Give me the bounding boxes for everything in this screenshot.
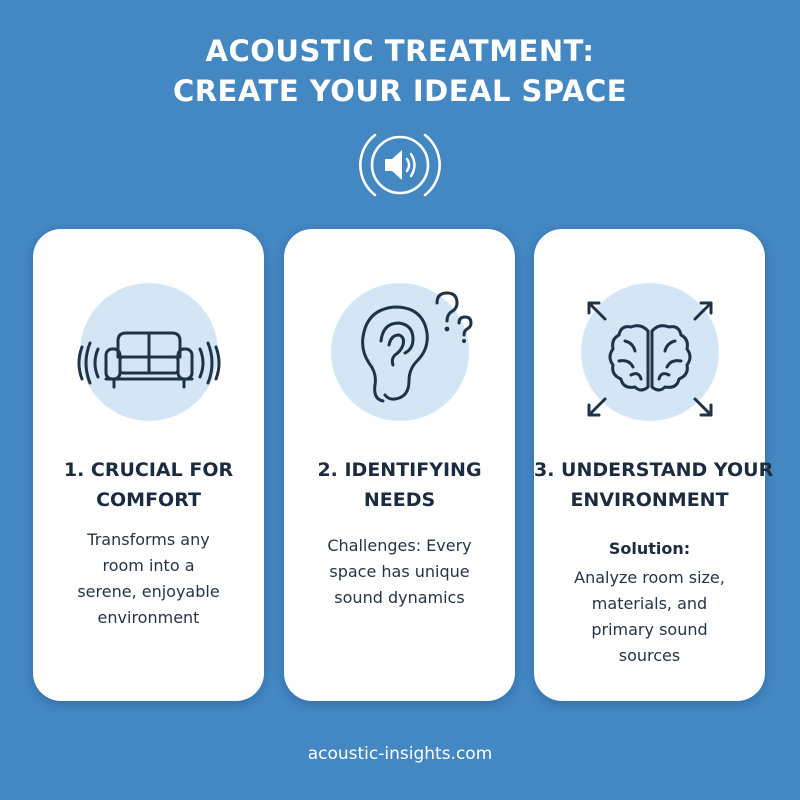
- card-heading-line-2: COMFORT: [96, 489, 201, 511]
- card-description: Challenges: Every space has unique sound…: [284, 533, 515, 611]
- description-line: Challenges: Every: [327, 536, 472, 555]
- description-line: space has unique: [329, 562, 470, 581]
- description-line: room into a: [102, 556, 195, 575]
- card-description: Analyze room size, materials, and primar…: [534, 565, 765, 669]
- card-heading-line-1: 1. CRUCIAL FOR: [63, 459, 234, 481]
- sofa-sound-icon: [77, 331, 221, 389]
- card-heading-line-1: 3. UNDERSTAND YOUR: [534, 459, 774, 481]
- title-line-1: ACOUSTIC TREATMENT:: [205, 34, 595, 68]
- card-heading: 3. UNDERSTAND YOUR ENVIRONMENT: [534, 455, 774, 515]
- card-heading-line-2: NEEDS: [363, 489, 436, 511]
- ear-question-icon: [361, 291, 473, 403]
- page-title: ACOUSTIC TREATMENT: CREATE YOUR IDEAL SP…: [0, 31, 800, 111]
- card-understand-environment: 3. UNDERSTAND YOUR ENVIRONMENT Solution:…: [534, 229, 774, 701]
- description-line: materials, and: [591, 594, 708, 613]
- footer-website: acoustic-insights.com: [307, 744, 493, 764]
- description-line: sources: [618, 646, 681, 665]
- card-heading: 2. IDENTIFYING NEEDS: [284, 455, 515, 515]
- description-line: Transforms any: [87, 530, 210, 549]
- title-line-2: CREATE YOUR IDEAL SPACE: [172, 74, 628, 108]
- description-line: serene, enjoyable: [77, 582, 220, 601]
- solution-label: Solution:: [608, 539, 691, 558]
- card-identifying-needs: 2. IDENTIFYING NEEDS Challenges: Every s…: [284, 229, 515, 701]
- description-line: sound dynamics: [334, 588, 465, 607]
- brain-expand-icon: [587, 301, 713, 417]
- description-line: Analyze room size,: [574, 568, 725, 587]
- card-crucial-for-comfort: 1. CRUCIAL FOR COMFORT Transforms any ro…: [33, 229, 264, 701]
- card-description: Transforms any room into a serene, enjoy…: [33, 527, 264, 631]
- card-heading-line-1: 2. IDENTIFYING: [317, 459, 482, 481]
- card-heading: 1. CRUCIAL FOR COMFORT: [33, 455, 264, 515]
- description-line: environment: [97, 608, 200, 627]
- card-heading-line-2: ENVIRONMENT: [570, 489, 729, 511]
- speaker-volume-icon: [359, 133, 441, 197]
- description-line: primary sound: [591, 620, 708, 639]
